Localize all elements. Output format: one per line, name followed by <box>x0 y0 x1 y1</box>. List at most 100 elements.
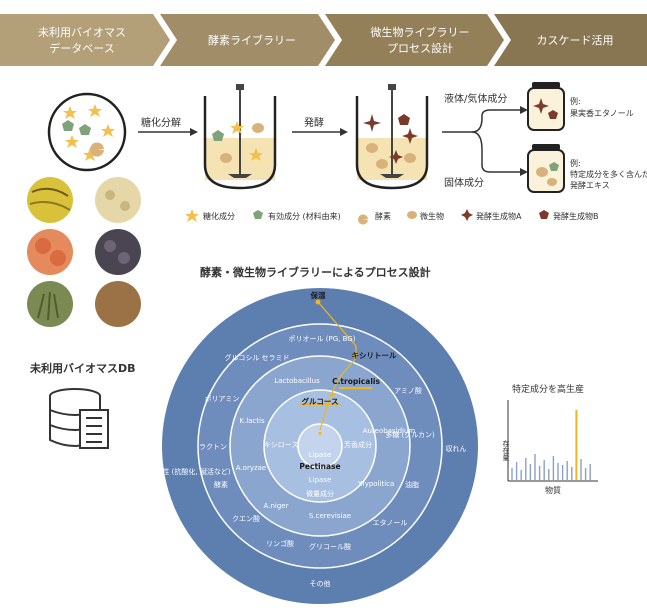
blob-icon <box>407 211 417 219</box>
ring3-polyamine: ポリアミン <box>205 395 240 403</box>
reactor-saccharification <box>203 84 277 190</box>
star-icon <box>101 124 115 137</box>
ring2-aoryzae: A.oryzae <box>236 464 266 472</box>
process-rings <box>162 288 478 604</box>
step-chevrons: 未利用バイオマス データベース 酵素ライブラリー 微生物ライブラリー プロセス設… <box>0 14 647 66</box>
ring2-lactobacillus: Lactobacillus <box>274 377 320 385</box>
ring4-bioactive: 生理活性 (抗酸化, 賦活など) <box>141 467 230 476</box>
pentagon-dark-icon <box>398 114 410 125</box>
ring3-xylitol: キシリトール <box>352 351 397 360</box>
center-label-lipase: Lipase <box>309 476 332 484</box>
ring1-xylose: キシロース <box>264 441 299 449</box>
spectrum-graph <box>507 400 598 482</box>
pentagon-icon <box>212 130 224 141</box>
output-top-line1: 例: <box>570 96 581 106</box>
pentagon-icon <box>62 120 74 131</box>
star-icon <box>249 148 263 161</box>
legend-label-5: 発酵生成物B <box>553 211 599 221</box>
pentagon-icon <box>549 162 559 171</box>
liquid-gas-label: 液体/気体成分 <box>444 92 507 105</box>
blob-icon <box>376 159 388 169</box>
sparkle-icon <box>533 98 549 114</box>
sparkle-icon <box>363 114 381 132</box>
step-1-line1: 未利用バイオマス <box>38 26 126 39</box>
graph-xlabel: 物質 <box>545 485 561 495</box>
legend-label-3: 微生物 <box>420 211 444 221</box>
star-icon <box>185 209 199 222</box>
step-3-line2: プロセス設計 <box>387 41 453 55</box>
ring1-glucose: グルコース <box>302 396 339 406</box>
sparkle-icon <box>402 128 418 144</box>
pentagon-icon <box>253 210 263 219</box>
berry-photo <box>95 229 141 275</box>
blob-icon <box>252 123 264 133</box>
ring2-aniger: A.niger <box>264 502 289 510</box>
ring3-glucosylceramide: グルコシル セラミド <box>224 353 289 362</box>
star-icon <box>83 148 97 161</box>
pentagon-icon <box>79 124 91 135</box>
ring3-amino: アミノ酸 <box>394 386 422 395</box>
star-icon <box>65 135 79 148</box>
ring2-ctropicalis: C.tropicalis <box>332 377 380 386</box>
database-icon <box>49 388 109 449</box>
jar-solid <box>527 144 565 193</box>
legend-label-4: 発酵生成物A <box>476 211 522 221</box>
process-arrows <box>138 106 528 176</box>
fermentation-label: 発酵 <box>304 116 324 129</box>
ring4-astringent: 収れん <box>446 445 467 453</box>
ring3-ethanol: エタノール <box>373 518 408 527</box>
blob-icon <box>536 167 548 177</box>
legend-label-1: 有効成分 (材料由来) <box>268 211 341 221</box>
blob-icon <box>366 143 378 153</box>
ring2-aureobasidium: Aureobasidium <box>363 427 416 435</box>
petri-dish <box>47 92 127 172</box>
blob-icon <box>547 178 557 186</box>
chevron-1 <box>0 14 170 66</box>
grain-photo <box>95 177 141 223</box>
blob-icon <box>404 153 416 163</box>
pacman-icon <box>358 214 368 225</box>
center-label-pectinase: Pectinase <box>299 462 340 471</box>
db-label: 未利用バイオマスDB <box>29 361 136 375</box>
ring3-glucan: 多糖 (グルカン) <box>385 430 435 439</box>
step-3-line1: 微生物ライブラリー <box>371 25 470 39</box>
chevron-2 <box>160 14 335 66</box>
biomass-photos <box>27 177 141 327</box>
process-title: 酵素・微生物ライブラリーによるプロセス設計 <box>200 265 431 279</box>
jar-liquid <box>527 82 565 131</box>
legend-label-0: 糖化成分 <box>203 211 235 221</box>
sparkle-icon <box>389 150 403 164</box>
ring2-scerevisiae: S.cerevisiae <box>309 512 351 520</box>
star-icon <box>63 106 77 119</box>
step-4-label: カスケード活用 <box>537 34 614 47</box>
pacman-icon <box>90 142 104 157</box>
pentagon-dark-icon <box>548 110 558 119</box>
ring3-polyol: ポリオール (PG, BG) <box>289 335 356 343</box>
ring3-malic: リンゴ酸 <box>266 539 294 548</box>
reactor-fermentation <box>355 84 429 190</box>
graph-title: 特定成分を高生産 <box>512 383 584 395</box>
ring3-lactone: ラクトン <box>199 443 227 451</box>
output-bottom-line2: 特定成分を多く含んだ <box>570 169 647 179</box>
solid-label: 固体成分 <box>444 177 484 189</box>
ring4-moisture: 保湿 <box>310 290 326 300</box>
center-label-lipase-top: Lipase <box>309 451 332 459</box>
output-top-line2: 果実香エタノール <box>570 108 634 118</box>
ring3-oil: 油脂 <box>405 480 419 489</box>
output-bottom-line1: 例: <box>570 158 581 168</box>
chevron-3 <box>325 14 504 66</box>
ring4-other: その他 <box>310 579 331 588</box>
output-bottom-line3: 発酵エキス <box>570 181 610 190</box>
star-icon <box>230 121 244 134</box>
soil-photo <box>95 281 141 327</box>
legend: 糖化成分 有効成分 (材料由来) 酵素 微生物 発酵生成物A 発酵生成物B <box>185 209 599 225</box>
star-icon <box>88 104 102 117</box>
chevron-4 <box>494 14 647 66</box>
banana-photo <box>27 177 73 223</box>
step-2-label: 酵素ライブラリー <box>208 33 296 47</box>
ring1-trace: 微量成分 <box>306 489 334 498</box>
ring3-citric: クエン酸 <box>232 514 260 523</box>
pentagon-dark-icon <box>539 210 549 219</box>
ring1-aroma: 芳香成分 <box>344 440 372 449</box>
